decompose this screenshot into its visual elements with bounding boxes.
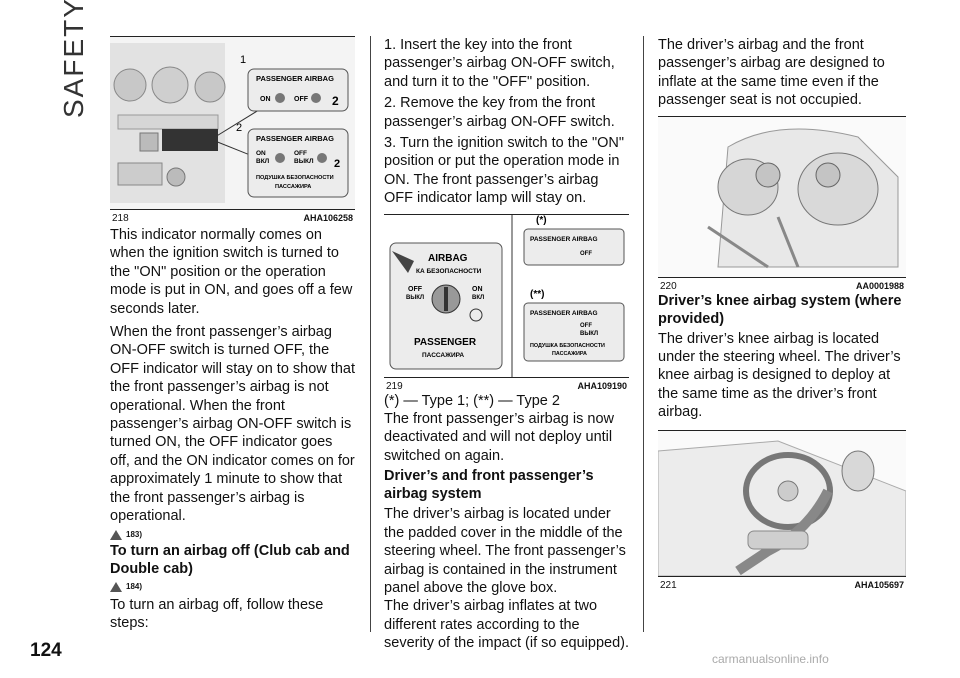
paragraph: To turn an airbag off, follow these step… [110, 596, 324, 631]
panel2-off: OFF [294, 150, 307, 157]
mark-type-1: (*) [536, 215, 547, 226]
panel2-title: PASSENGER AIRBAG [256, 134, 334, 143]
lamp2-off: OFF [580, 323, 592, 329]
switch-on: ON [472, 286, 483, 293]
callout-2: 2 [236, 122, 242, 134]
figure-220-caption: 220 AA0001988 [658, 278, 906, 292]
heading: Driver’s and front passenger’s airbag sy… [384, 468, 594, 503]
figure-ref: AHA109190 [577, 380, 627, 391]
switch-off: OFF [408, 286, 423, 293]
figure-219-caption: 219 AHA109190 [384, 378, 629, 392]
column-1: 1 2 PASSENGER AIRBAG ON OFF 2 PASSENGER … [110, 36, 355, 632]
column-divider [370, 36, 371, 632]
lamp2-bottom2: ПАССАЖИРА [552, 351, 587, 357]
paragraph: The driver’s knee airbag is located unde… [658, 330, 901, 421]
switch-bottom: PASSENGER [414, 337, 477, 348]
step: 3. Turn the ignition switch to the "ON" … [384, 135, 624, 207]
paragraph: The driver’s airbag is located under the… [384, 506, 626, 596]
paragraph: This indicator normally comes on when th… [110, 227, 353, 317]
type-legend: (*) — Type 1; (**) — Type 2 [384, 392, 560, 409]
switch-top-ru: КА БЕЗОПАСНОСТИ [416, 268, 482, 275]
warning-ref: 183) [110, 529, 355, 540]
lamp2-bottom1: ПОДУШКА БЕЗОПАСНОСТИ [530, 343, 605, 349]
lamp2-title: PASSENGER AIRBAG [530, 310, 598, 317]
switch-bottom-ru: ПАССАЖИРА [422, 352, 464, 359]
paragraph: The driver’s airbag and the front passen… [658, 37, 885, 109]
figure-221-illustration [657, 430, 907, 577]
figure-number: 218 [112, 213, 129, 224]
panel1-off: OFF [294, 96, 309, 103]
figure-ref: AHA106258 [303, 213, 353, 223]
figure-number: 219 [386, 380, 403, 392]
warning-ref: 184) [110, 581, 355, 592]
warning-icon [110, 529, 122, 540]
paragraph: When the front passenger’s airbag ON-OFF… [110, 324, 355, 525]
callout-1: 1 [240, 54, 246, 66]
figure-218-caption: 218 AHA106258 [110, 210, 355, 224]
svg-text:2: 2 [332, 94, 339, 108]
page-number: 124 [30, 640, 62, 661]
lamp1-title: PASSENGER AIRBAG [530, 236, 598, 243]
lamp1-off: OFF [580, 251, 592, 257]
warning-icon [110, 581, 122, 592]
heading: Driver’s knee airbag system (where provi… [658, 292, 902, 327]
panel2-bottom2: ПАССАЖИРА [275, 184, 311, 190]
switch-off-ru: ВЫКЛ [406, 295, 424, 301]
panel2-on-ru: ВКЛ [256, 158, 270, 165]
figure-221 [657, 429, 907, 577]
figure-219: AIRBAG КА БЕЗОПАСНОСТИ OFF ВЫКЛ ON ВКЛ P… [384, 213, 629, 378]
panel2-off-ru: ВЫКЛ [294, 158, 314, 165]
figure-number: 221 [660, 579, 677, 591]
figure-220 [658, 115, 906, 278]
column-3: The driver’s airbag and the front passen… [657, 36, 907, 591]
figure-218: 1 2 PASSENGER AIRBAG ON OFF 2 PASSENGER … [110, 36, 355, 210]
figure-number: 220 [660, 280, 677, 292]
svg-text:2: 2 [334, 158, 340, 170]
panel2-bottom1: ПОДУШКА БЕЗОПАСНОСТИ [256, 175, 334, 181]
column-2: 1. Insert the key into the front passeng… [384, 36, 629, 653]
paragraph: The front passenger’s airbag is now deac… [384, 411, 614, 464]
column-divider [643, 36, 644, 632]
heading: To turn an airbag off (Club cab and Doub… [110, 542, 350, 577]
watermark: carmanualsonline.info [712, 652, 829, 666]
section-title: SAFETY [58, 0, 89, 118]
step: 2. Remove the key from the front passeng… [384, 95, 615, 130]
switch-top: AIRBAG [428, 253, 468, 264]
panel1-on: ON [260, 96, 271, 103]
switch-on-ru: ВКЛ [472, 295, 484, 301]
figure-ref: AHA105697 [854, 579, 904, 590]
figure-221-caption: 221 AHA105697 [658, 577, 906, 591]
figure-ref: AA0001988 [855, 280, 904, 291]
step: 1. Insert the key into the front passeng… [384, 37, 615, 90]
panel2-on: ON [256, 150, 266, 157]
paragraph: The driver’s airbag inflates at two diff… [384, 598, 630, 652]
figure-220-illustration [658, 116, 906, 277]
figure-218-illustration: 1 2 PASSENGER AIRBAG ON OFF 2 PASSENGER … [110, 37, 355, 209]
panel1-title: PASSENGER AIRBAG [256, 74, 334, 83]
lamp2-off-ru: ВЫКЛ [580, 331, 598, 337]
figure-219-illustration: AIRBAG КА БЕЗОПАСНОСТИ OFF ВЫКЛ ON ВКЛ P… [389, 214, 625, 377]
mark-type-2: (**) [530, 289, 544, 300]
